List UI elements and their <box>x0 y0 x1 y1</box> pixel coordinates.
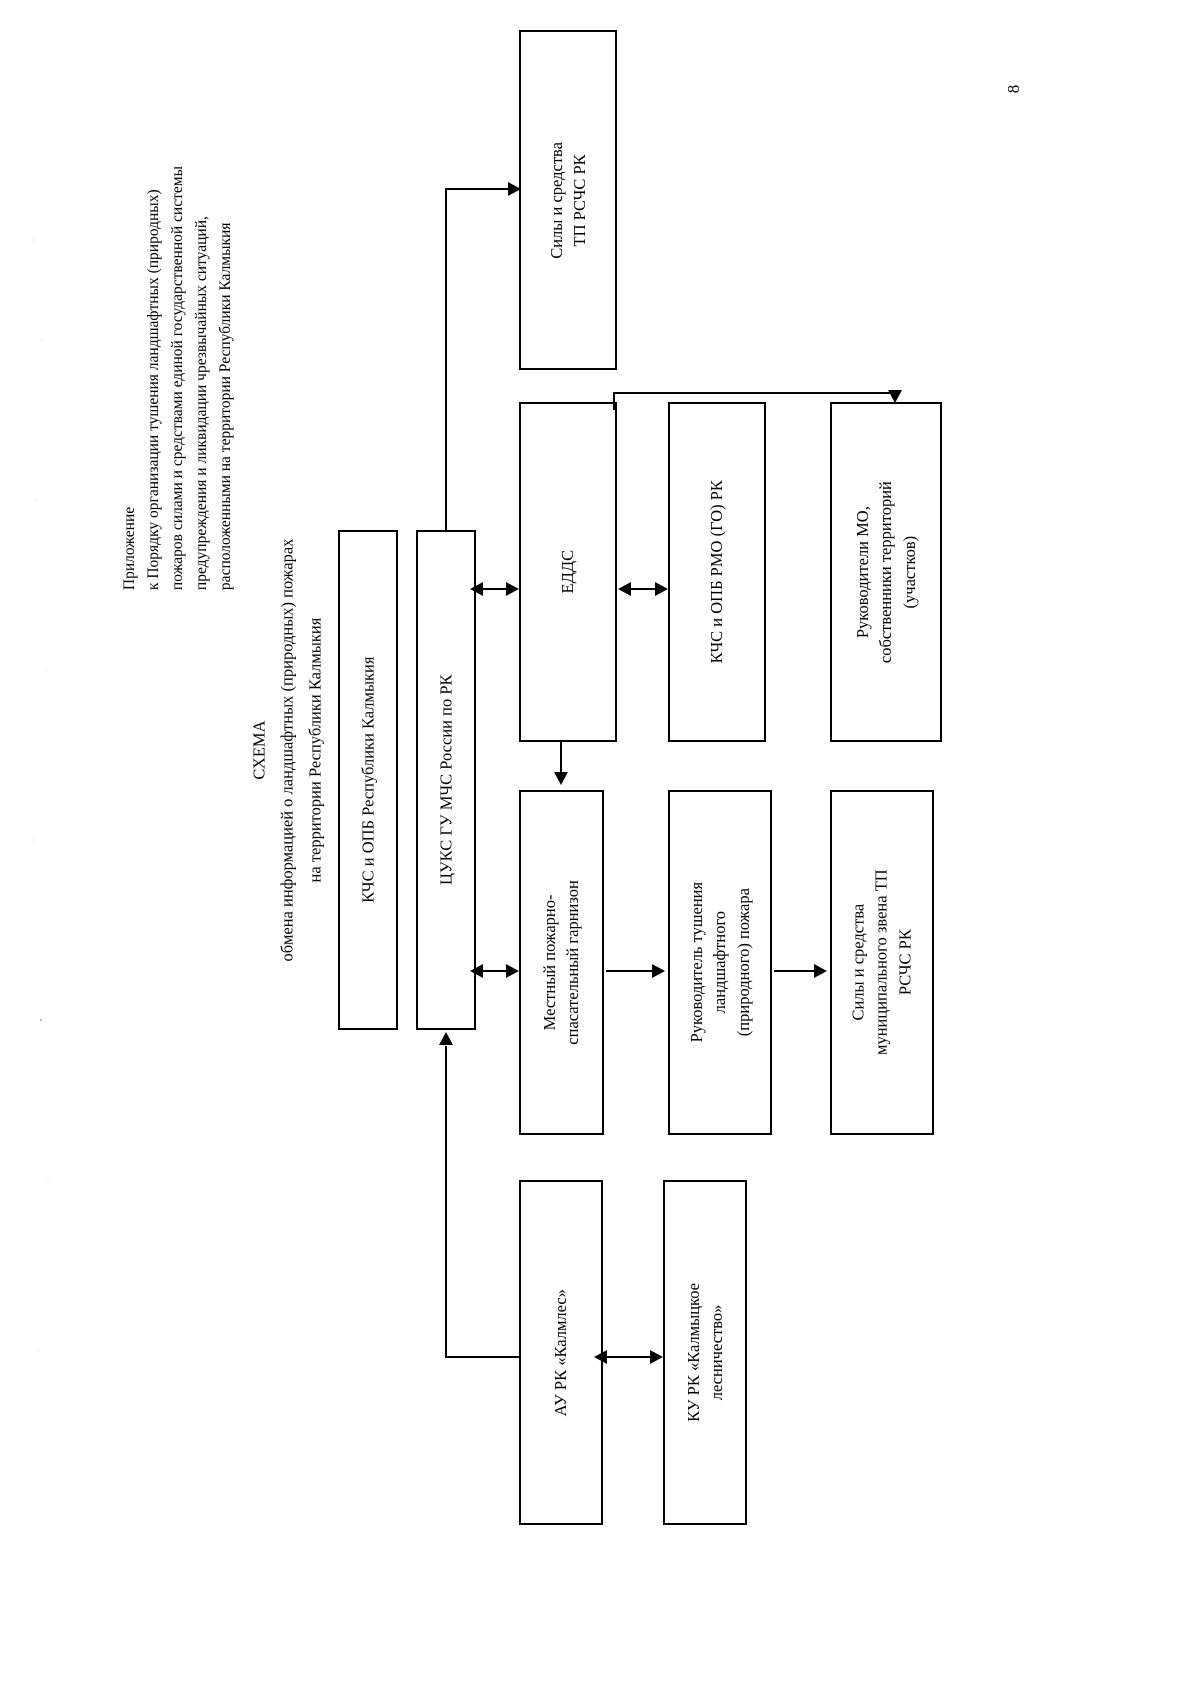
node-ku-rk-lesnichestvo[interactable]: КУ РК «Калмыцкое лесничество» <box>663 1180 747 1525</box>
node-kchs-opb-rmo-go-rk[interactable]: КЧС и ОПБ РМО (ГО) РК <box>668 402 766 742</box>
node-cuks-gu-mchs[interactable]: ЦУКС ГУ МЧС России по РК <box>416 530 476 1030</box>
node-kchs-opb-rk[interactable]: КЧС и ОПБ Республики Калмыкия <box>338 530 398 1030</box>
edge-kalmles-lesnich-arrowhead-right <box>650 1350 663 1364</box>
edge-garnizon-ruktush-arrowhead <box>652 964 665 978</box>
edge-cuks-garnizon-line <box>482 970 514 972</box>
node-au-rk-kalmles[interactable]: АУ РК «Калмлес» <box>519 1180 603 1525</box>
edge-cuks-to-sily-tp-arrowhead <box>508 182 521 196</box>
edge-cuks-edds-arrowhead-left <box>470 582 483 596</box>
node-sily-sredstva-tp-rschs-rk[interactable]: Силы и средства ТП РСЧС РК <box>519 30 617 370</box>
edge-cuks-edds-arrowhead-right <box>506 582 519 596</box>
edge-kalmles-lesnich-arrowhead-left <box>594 1350 607 1364</box>
edge-edds-rukmo-arrowhead <box>888 390 902 403</box>
node-mestnyy-garnizon[interactable]: Местный пожарно- спасательный гарнизон <box>519 790 604 1135</box>
appendix-header-text: Приложение к Порядку организации тушения… <box>120 165 235 591</box>
edge-edds-rukmo-horizontal <box>613 392 895 394</box>
edge-ruktush-silymun-line <box>774 970 818 972</box>
node-label: Местный пожарно- спасательный гарнизон <box>540 880 583 1045</box>
page-number-text: 8 <box>1003 84 1023 94</box>
edge-edds-kchsrmo-arrowhead-right <box>655 582 668 596</box>
edge-cuks-garnizon-arrowhead-left <box>470 964 483 978</box>
node-label: Силы и средства ТП РСЧС РК <box>546 141 589 259</box>
edge-garnizon-ruktush-line <box>606 970 656 972</box>
node-label: ЕДДС <box>558 550 578 594</box>
edge-edds-garnizon-arrowhead <box>554 772 568 785</box>
edge-cuks-to-sily-tp-horizontal <box>445 188 513 190</box>
edge-edds-rukmo-stub <box>613 392 615 410</box>
edge-edds-kchsrmo-line <box>630 588 662 590</box>
edge-edds-kchsrmo-arrowhead-left <box>618 582 631 596</box>
edge-cuks-edds-line <box>482 588 514 590</box>
node-label: ЦУКС ГУ МЧС России по РК <box>436 674 456 886</box>
node-rukovoditel-tushenia[interactable]: Руководитель тушения ландшафтного (приро… <box>668 790 772 1135</box>
node-sily-sredstva-mun-zvena[interactable]: Силы и средства муниципального звена ТП … <box>830 790 934 1135</box>
node-label: АУ РК «Калмлес» <box>551 1288 571 1417</box>
node-rukovoditeli-mo[interactable]: Руководители МО, собственники территорий… <box>830 402 942 742</box>
node-label: Руководители МО, собственники территорий… <box>852 480 919 663</box>
edge-kalmles-cuks-arrowhead <box>439 1032 453 1045</box>
node-label: КЧС и ОПБ РМО (ГО) РК <box>707 480 727 664</box>
page-title: СХЕМА обмена информацией о ландшафтных (… <box>222 400 352 1100</box>
node-label: КУ РК «Калмыцкое лесничество» <box>683 1283 726 1422</box>
edge-kalmles-lesnich-line <box>605 1356 661 1358</box>
edge-kalmles-cuks-horizontal <box>445 1356 519 1358</box>
node-edds[interactable]: ЕДДС <box>519 402 617 742</box>
edge-kalmles-cuks-vertical <box>445 1046 447 1358</box>
edge-cuks-garnizon-arrowhead-right <box>506 964 519 978</box>
page-number: 8 <box>1000 75 1028 103</box>
edge-ruktush-silymun-arrowhead <box>814 964 827 978</box>
page-title-text: СХЕМА обмена информацией о ландшафтных (… <box>248 538 325 962</box>
node-label: Силы и средства муниципального звена ТП … <box>848 869 915 1056</box>
edge-edds-garnizon-line <box>560 742 562 778</box>
edge-cuks-to-sily-tp-vertical <box>445 188 447 532</box>
scan-speckle-artifact <box>30 200 56 1550</box>
node-label: КЧС и ОПБ Республики Калмыкия <box>358 656 378 904</box>
node-label: Руководитель тушения ландшафтного (приро… <box>686 882 753 1043</box>
